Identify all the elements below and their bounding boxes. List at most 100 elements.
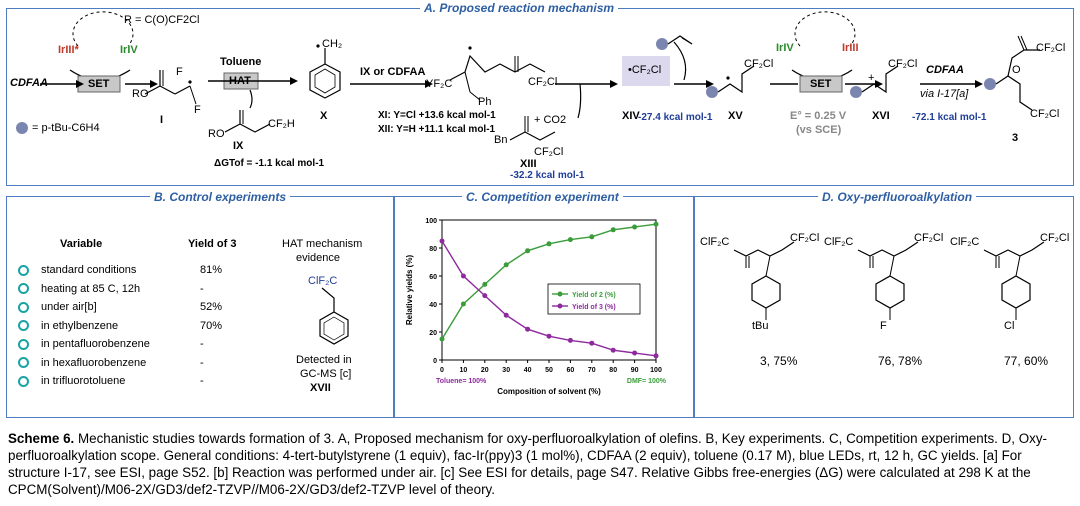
ph-label: Ph [478, 96, 492, 108]
ix-ro-label: RO [208, 128, 225, 140]
figure-caption: Scheme 6. Mechanistic studies towards fo… [8, 430, 1074, 498]
control-row: standard conditions [18, 264, 136, 276]
cdfaa2-label: CDFAA [926, 64, 964, 76]
panel-a-title: A. Proposed reaction mechanism [420, 1, 619, 15]
detected-1: Detected in [296, 354, 352, 366]
legend-marker [557, 291, 563, 297]
data-point [482, 293, 488, 299]
compound-3-yield: 3, 75% [760, 354, 798, 368]
f-label-2: F [194, 104, 201, 116]
bullet-icon [18, 320, 29, 332]
y-tick-label: 60 [429, 274, 437, 281]
control-row-yield: - [200, 338, 204, 350]
d1-cf2cl: CF₂Cl [790, 232, 820, 244]
control-row-label: in ethylbenzene [41, 319, 119, 332]
compound-76-yield: 76, 78% [878, 354, 923, 368]
control-row-yield: 81% [200, 264, 223, 276]
control-row: in hexafluorobenzene [18, 357, 146, 369]
data-point [439, 238, 445, 244]
xv-cf2cl: CF₂Cl [744, 58, 774, 70]
xvi-cf2cl: CF₂Cl [888, 58, 918, 70]
label-XIII: XIII [520, 158, 537, 170]
hat-evidence-1: HAT mechanism [282, 238, 363, 250]
legend-marker [557, 303, 563, 309]
xvii-label: XVII [310, 382, 331, 394]
y-tick-label: 40 [429, 302, 437, 309]
x-tick-label: 0 [440, 367, 444, 374]
data-point [525, 326, 531, 332]
bn-label: Bn [494, 134, 508, 146]
bullet-icon [18, 264, 29, 276]
dmf-note: DMF= 100% [627, 378, 667, 385]
x-tick-label: 100 [650, 367, 662, 374]
ir4b-label: IrIV [776, 42, 794, 54]
detected-2: GC-MS [c] [300, 368, 352, 380]
e0-label: E° = 0.25 V [790, 110, 847, 122]
x-tick-label: 60 [567, 367, 575, 374]
control-row-label: in hexafluorobenzene [41, 356, 147, 369]
ir3b-label: IrIII [842, 42, 859, 54]
x-tick-label: 50 [545, 367, 553, 374]
label-XIV: XIV [622, 110, 640, 122]
x-tick-label: 10 [460, 367, 468, 374]
f-label-1: F [176, 66, 183, 78]
data-point [567, 337, 573, 343]
label-XVI: XVI [872, 110, 890, 122]
x-axis-label: Composition of solvent (%) [497, 387, 601, 396]
y-axis-label: Relative yields (%) [405, 255, 414, 326]
data-point [653, 353, 659, 359]
d2-clf2c: ClF₂C [824, 236, 854, 248]
yf2c-label: YF₂C [426, 78, 453, 90]
d3-cf2cl: CF₂Cl [1040, 232, 1070, 244]
control-row-yield: - [200, 282, 204, 295]
legend-text: = p-tBu-C6H4 [32, 122, 100, 134]
label-X: X [320, 110, 328, 122]
ir3-star-label: IrIII* [58, 44, 79, 56]
yield-header: Yield of 3 [188, 238, 237, 250]
x-tick-label: 80 [609, 367, 617, 374]
data-point [525, 248, 531, 254]
x-tick-label: 40 [524, 367, 532, 374]
control-row-label: in pentafluorobenzene [41, 338, 150, 350]
cf2cl-label-xi: CF₂Cl [528, 76, 558, 88]
data-point [503, 262, 509, 268]
r-definition: R = C(O)CF2Cl [124, 14, 200, 26]
legend-label: Yield of 3 (%) [572, 304, 616, 311]
control-row-label: standard conditions [41, 264, 137, 276]
variable-header: Variable [60, 238, 103, 250]
set2-box-label: SET [810, 78, 832, 90]
x-tick-label: 70 [588, 367, 596, 374]
toluene-note: Toluene= 100% [436, 378, 487, 385]
caption-scheme: Scheme 6. [8, 431, 75, 446]
bullet-icon [18, 357, 29, 369]
label-3: 3 [1012, 132, 1019, 144]
xii-energy: XII: Y=H +11.1 kcal mol-1 [378, 124, 496, 135]
data-point [589, 340, 595, 346]
control-row: in pentafluorobenzene [18, 338, 150, 350]
scope-structures [733, 241, 1045, 320]
control-row-yield: - [200, 375, 204, 387]
ix-or-cdfaa-label: IX or CDFAA [360, 66, 426, 78]
d1-clf2c: ClF₂C [700, 236, 730, 248]
d3-clf2c: ClF₂C [950, 236, 980, 248]
y-tick-label: 80 [429, 246, 437, 253]
d2-cf2cl: CF₂Cl [914, 232, 944, 244]
p3-o-label: O [1012, 64, 1021, 76]
panel-d-title: D. Oxy-perfluoroalkylation [818, 190, 977, 204]
label-I: I [160, 114, 164, 126]
control-row: heating at 85 C, 12h [18, 283, 140, 295]
hat-evidence-2: evidence [296, 252, 341, 264]
xvi-plus: + [868, 72, 875, 84]
xvi-energy: -72.1 kcal mol-1 [912, 112, 987, 123]
caption-text: Mechanistic studies towards formation of… [8, 431, 1047, 497]
data-point [482, 281, 488, 287]
toluene-label: Toluene [220, 56, 262, 68]
bullet-icon [18, 283, 29, 295]
data-point [653, 221, 659, 227]
control-row-label: in trifluorotoluene [41, 375, 126, 387]
xiv-energy: -27.4 kcal mol-1 [638, 112, 713, 123]
set-box-label: SET [88, 78, 110, 90]
legend-box [547, 283, 641, 315]
label-IX: IX [233, 140, 244, 152]
cf2cl-radical: •CF₂Cl [628, 64, 662, 76]
